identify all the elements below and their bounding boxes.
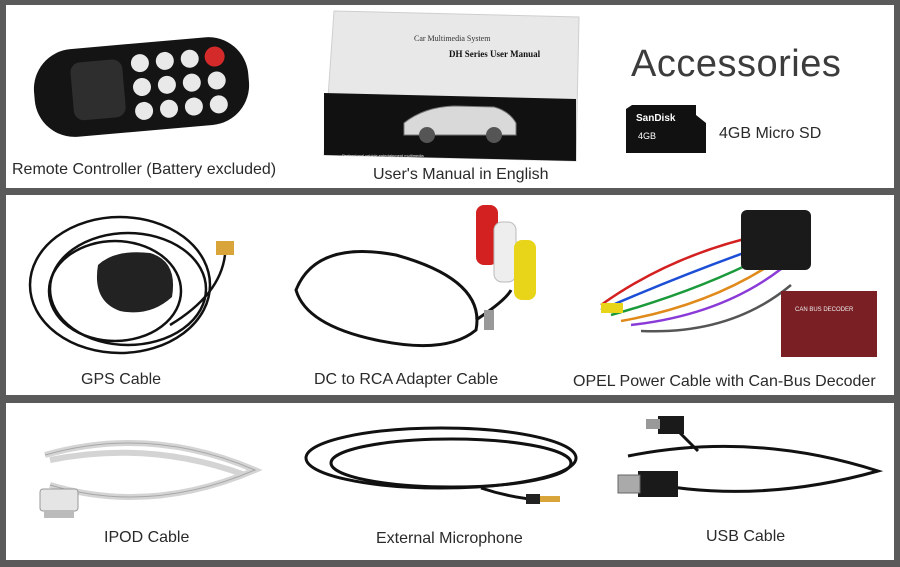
user-manual-image: Car Multimedia System DH Series User Man… bbox=[323, 10, 580, 162]
manual-footer-text: Professional vehicle entertainment multi… bbox=[342, 153, 424, 158]
panel-middle: GPS Cable DC to RCA Adapter Cable CAN BU… bbox=[6, 195, 894, 395]
sd-capacity-text: 4GB bbox=[638, 131, 656, 141]
manual-title-line1: Car Multimedia System bbox=[414, 34, 491, 43]
panel-top: Remote Controller (Battery excluded) Car… bbox=[6, 5, 894, 188]
micro-sd-image: SanDisk 4GB bbox=[626, 105, 706, 153]
gps-cable-image bbox=[28, 215, 234, 355]
ipod-cable-image bbox=[39, 440, 263, 518]
ipod-cable-label: IPOD Cable bbox=[104, 529, 190, 546]
panel-bottom: IPOD Cable External Microphone USB Cable bbox=[6, 403, 894, 560]
external-microphone-image bbox=[304, 426, 578, 504]
micro-sd-label: 4GB Micro SD bbox=[719, 125, 822, 142]
usb-cable-image bbox=[617, 416, 884, 497]
rca-adapter-image bbox=[294, 205, 536, 348]
sd-brand-text: SanDisk bbox=[636, 113, 676, 124]
opel-power-cable-image: CAN BUS DECODER bbox=[600, 210, 877, 357]
decoder-text: CAN BUS DECODER bbox=[795, 307, 854, 313]
external-microphone-label: External Microphone bbox=[376, 530, 523, 547]
accessories-heading: Accessories bbox=[631, 43, 842, 85]
remote-controller-label: Remote Controller (Battery excluded) bbox=[12, 161, 277, 178]
opel-power-cable-label: OPEL Power Cable with Can-Bus Decoder bbox=[573, 373, 876, 390]
user-manual-label: User's Manual in English bbox=[373, 166, 549, 183]
manual-title-line2: DH Series User Manual bbox=[449, 49, 541, 59]
rca-adapter-label: DC to RCA Adapter Cable bbox=[314, 371, 499, 388]
remote-controller-image bbox=[33, 37, 250, 137]
usb-cable-label: USB Cable bbox=[706, 528, 786, 545]
gps-cable-label: GPS Cable bbox=[81, 371, 162, 388]
